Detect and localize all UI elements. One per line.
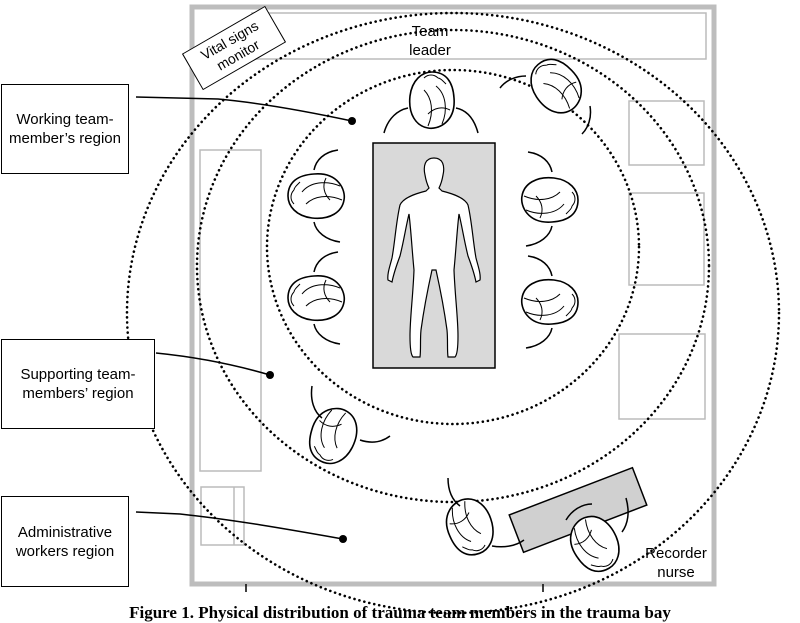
supporting-region-pointer	[155, 352, 271, 376]
team-leader-label: Team leader	[392, 22, 468, 60]
recorder-nurse-label: Recorder nurse	[636, 544, 716, 582]
left-upper-person-icon	[287, 173, 346, 220]
team-leader-line-2: leader	[409, 42, 451, 59]
administrative-person-arms	[447, 477, 525, 548]
right-upper-person-arms	[525, 151, 553, 247]
upper-right-person-icon	[520, 49, 592, 123]
working-zone-boundary	[265, 68, 641, 426]
working-region-dot	[348, 117, 356, 125]
team-leader-arms	[383, 107, 479, 134]
right-cabinet-2	[628, 192, 705, 286]
supporting-region-line-1: Supporting team-	[20, 366, 136, 383]
right-lower-person-icon	[520, 278, 579, 325]
recorder-nurse-line-1: Recorder	[645, 545, 707, 562]
left-small-cabinet	[200, 486, 245, 546]
right-lower-person-arms	[525, 255, 553, 349]
right-cabinet-3	[618, 333, 706, 420]
administrative-region-pointer	[135, 511, 344, 540]
left-lower-person-icon	[287, 275, 346, 322]
working-region-label-box: Working team- member’s region	[1, 84, 129, 174]
working-region-pointer	[135, 96, 353, 122]
upper-right-person-arms	[499, 75, 592, 135]
right-cabinet-1	[628, 100, 705, 166]
supporting-region-label-box: Supporting team- members’ region	[1, 339, 155, 429]
administrative-region-label-box: Administrative workers region	[1, 496, 129, 587]
supporting-person-arms	[310, 385, 391, 443]
administrative-region-line-1: Administrative	[17, 523, 113, 541]
team-leader-line-1: Team	[411, 23, 449, 40]
administrative-zone-boundary	[125, 11, 781, 615]
administrative-region-dot	[339, 535, 347, 543]
administrative-person-icon	[438, 491, 502, 562]
supporting-region-line-2: members’ region	[22, 385, 134, 402]
working-region-line-1: Working team-	[16, 111, 114, 128]
recorder-nurse-line-2: nurse	[657, 564, 695, 581]
administrative-region-line-2: workers region	[15, 542, 115, 560]
team-leader-person-icon	[408, 71, 455, 130]
top-counter	[251, 12, 707, 60]
working-region-line-2: member’s region	[9, 130, 121, 147]
left-lower-person-arms	[313, 251, 341, 345]
figure-caption: Figure 1. Physical distribution of traum…	[129, 603, 671, 622]
left-counter	[199, 149, 262, 472]
supporting-region-dot	[266, 371, 274, 379]
supporting-person-icon	[301, 401, 365, 471]
left-upper-person-arms	[313, 149, 341, 243]
room-outline	[189, 4, 717, 587]
right-upper-person-icon	[520, 176, 579, 223]
patient-body-icon	[387, 157, 481, 358]
recorder-nurse-arms	[565, 497, 629, 533]
supporting-zone-boundary	[195, 28, 711, 504]
